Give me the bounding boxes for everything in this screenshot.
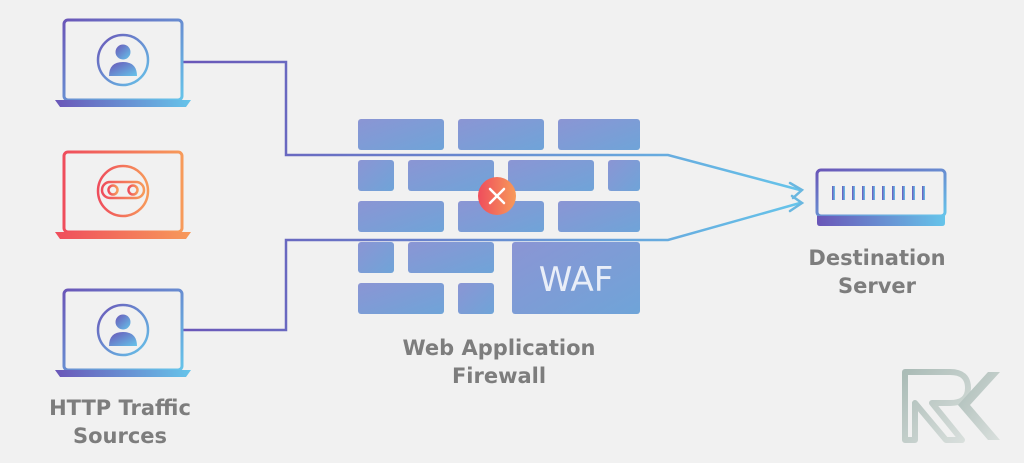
user-icon xyxy=(109,44,137,76)
wall-brick xyxy=(558,201,640,232)
wall-brick xyxy=(458,201,544,232)
connection-line-top-allowed xyxy=(182,60,801,192)
wall-brick xyxy=(458,283,494,314)
arrowheads xyxy=(788,181,805,213)
source-laptop-bot xyxy=(55,150,191,239)
wall-brick xyxy=(458,119,544,150)
wall-brick xyxy=(358,160,394,191)
destination-caption-line2: Server xyxy=(838,274,917,298)
arrowhead-top xyxy=(788,181,805,200)
close-icon xyxy=(488,187,506,205)
rk-watermark-logo xyxy=(902,369,1000,443)
wall-brick xyxy=(358,283,444,314)
wall-brick xyxy=(408,160,494,191)
waf-label: WAF xyxy=(539,260,614,300)
connection-lines xyxy=(182,60,801,332)
wall-brick xyxy=(408,242,494,273)
connection-line-bottom-allowed xyxy=(182,201,801,332)
firewall-wall xyxy=(358,119,640,314)
wall-brick xyxy=(608,160,640,191)
wall-brick xyxy=(358,119,444,150)
waf-panel xyxy=(512,242,640,314)
firewall-caption-line1: Web Application xyxy=(403,336,596,360)
robot-icon xyxy=(96,164,150,218)
wall-brick xyxy=(508,160,594,191)
wall-brick xyxy=(558,119,640,150)
source-laptop-user-top xyxy=(55,18,191,107)
wall-brick xyxy=(358,201,444,232)
destination-server xyxy=(815,168,947,226)
user-icon xyxy=(109,314,137,346)
source-laptop-user-bottom xyxy=(55,288,191,377)
destination-caption-line1: Destination xyxy=(808,246,945,270)
blocked-marker xyxy=(478,177,516,215)
server-icon xyxy=(815,168,947,226)
firewall-caption-line2: Firewall xyxy=(452,364,546,388)
sources-caption-line2: Sources xyxy=(73,424,167,448)
wall-brick xyxy=(358,242,394,273)
arrowhead-bottom xyxy=(788,194,805,213)
sources-caption-line1: HTTP Traffic xyxy=(49,396,191,420)
